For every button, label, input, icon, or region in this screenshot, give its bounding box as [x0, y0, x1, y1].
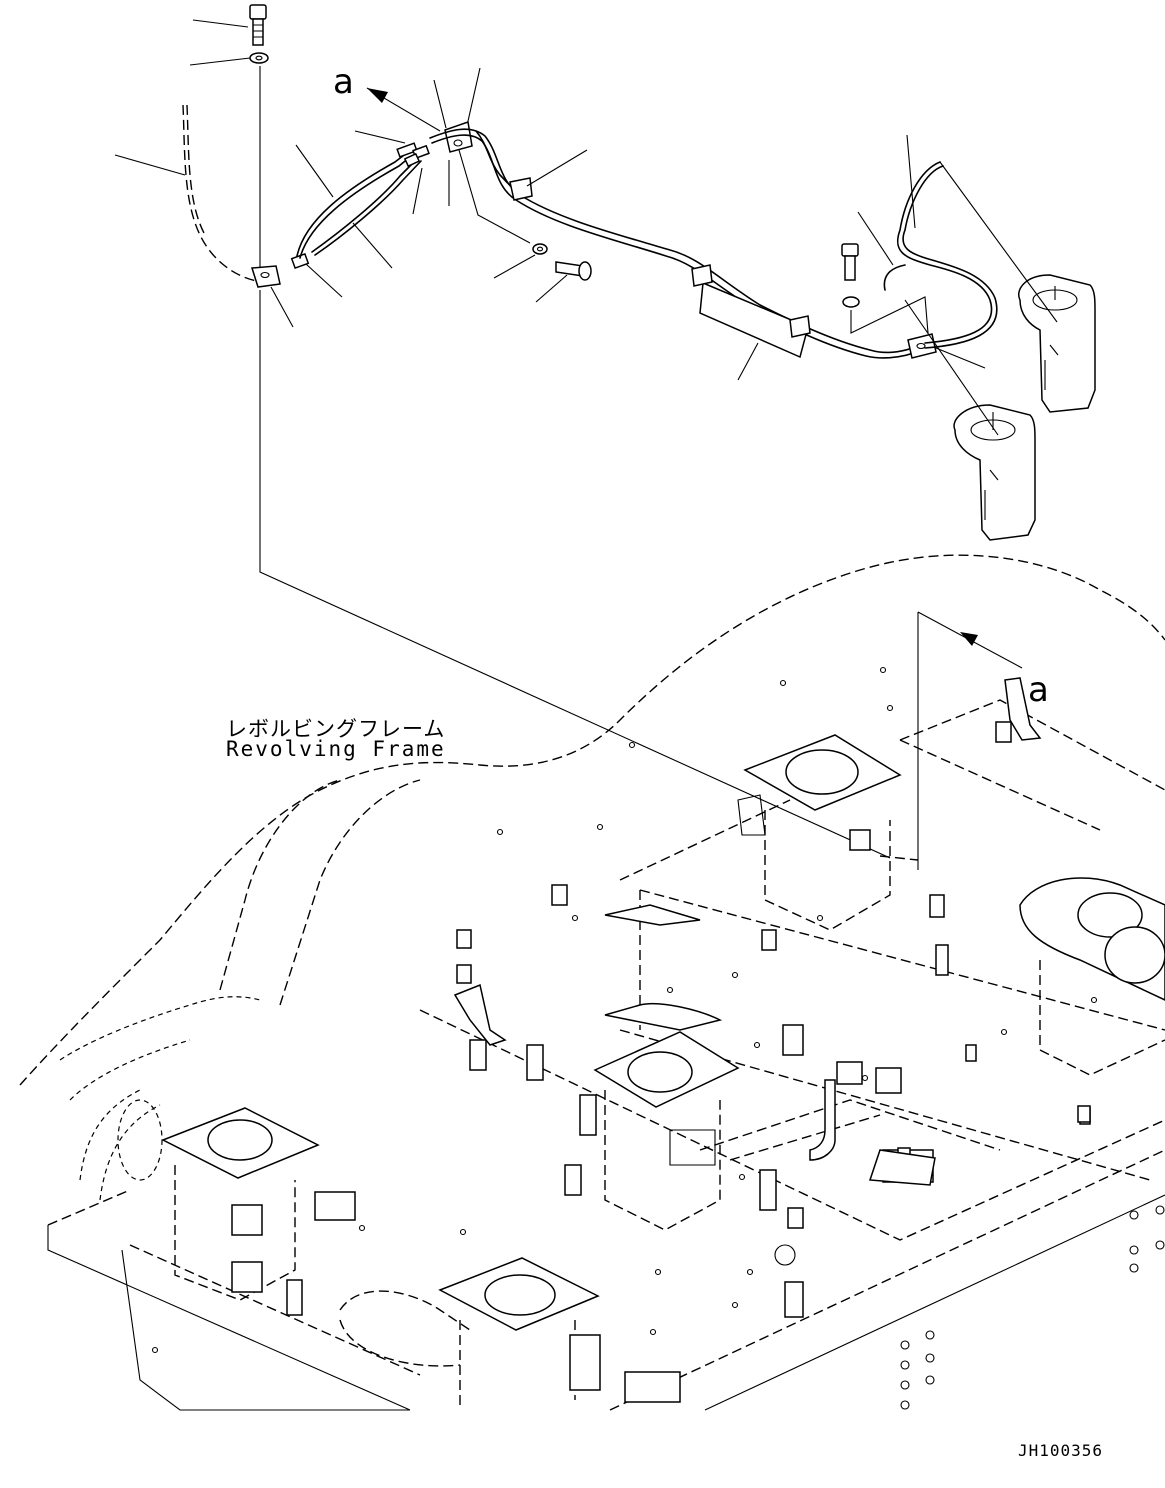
sensor-unit-upper [1018, 274, 1096, 413]
sensor-unit-lower [953, 404, 1036, 541]
clamp-right [907, 333, 937, 359]
view-arrow-top [366, 87, 441, 132]
bolt-mid [555, 261, 592, 281]
alignment-line [259, 66, 891, 859]
drawing-id: JH100356 [1018, 1441, 1104, 1460]
frame-label-english: Revolving Frame [226, 737, 446, 761]
connector-junction [290, 252, 310, 270]
view-marker-top-label: a [333, 62, 354, 102]
protective-sleeve [699, 281, 809, 359]
clamp-mid [509, 177, 533, 201]
cable-loop [896, 161, 993, 344]
cable-branch-upper [296, 151, 409, 257]
mount-box-center [593, 1031, 740, 1231]
existing-harness-dashed [182, 104, 263, 283]
mount-box-top [737, 734, 902, 931]
mount-box-right [1019, 877, 1165, 1076]
view-marker-frame-label: a [1028, 670, 1049, 710]
mount-box-left [161, 1107, 320, 1301]
bolt-top-left [249, 4, 267, 46]
bolt-right [841, 243, 860, 308]
washer-mid [532, 243, 548, 255]
revolving-frame [19, 554, 1165, 1411]
mount-box-bottom [438, 1257, 600, 1410]
cable-branch-lower [311, 157, 419, 253]
washer-top-left [249, 52, 269, 64]
leader-line [189, 19, 251, 66]
connector-pair [396, 142, 430, 168]
frame-label-japanese: レボルビングフレーム [226, 717, 446, 741]
main-harness [429, 128, 926, 354]
clamp-left [251, 265, 281, 288]
